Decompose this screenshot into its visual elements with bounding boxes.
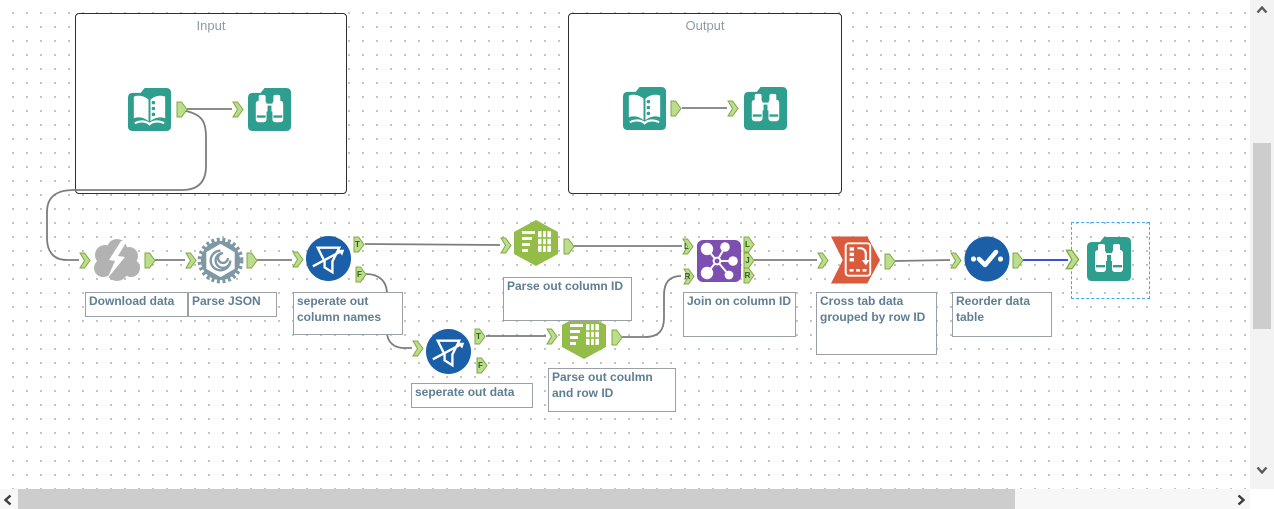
output-anchor-false[interactable]: F: [355, 266, 367, 283]
output-anchor[interactable]: [176, 101, 188, 118]
anchor-letter: R: [744, 271, 751, 280]
output-anchor[interactable]: [246, 252, 258, 269]
text-to-columns-icon: [514, 220, 558, 266]
tool-join[interactable]: [696, 239, 742, 283]
annotation-separate-data[interactable]: seperate out data: [411, 383, 533, 408]
annotation-crosstab[interactable]: Cross tab data grouped by row ID: [816, 292, 937, 355]
input-data-icon: [127, 87, 172, 132]
container-title: Input: [196, 18, 226, 33]
anchor-letter: L: [684, 242, 689, 251]
horizontal-scrollbar[interactable]: [0, 489, 1250, 509]
input-anchor[interactable]: [727, 100, 739, 117]
input-anchor-left[interactable]: L: [682, 238, 694, 255]
input-anchor[interactable]: [412, 340, 424, 357]
annotation-parse-column-row-id[interactable]: Parse out coulmn and row ID: [548, 368, 676, 412]
input-anchor[interactable]: [1065, 249, 1080, 270]
scroll-left-icon[interactable]: [4, 494, 12, 506]
input-anchor[interactable]: [79, 252, 91, 269]
output-anchor-true[interactable]: T: [353, 236, 365, 253]
crosstab-arrow-icon: [830, 236, 881, 284]
anchor-letter: F: [357, 270, 362, 279]
vertical-scrollbar[interactable]: [1250, 0, 1274, 489]
input-anchor[interactable]: [232, 101, 244, 118]
input-anchor[interactable]: [292, 251, 304, 268]
tool-browse-3[interactable]: [1085, 235, 1133, 283]
json-parse-gear-icon: [197, 237, 244, 284]
tool-filter-2[interactable]: [425, 328, 472, 375]
annotation-separate-columns[interactable]: seperate out column names: [293, 292, 403, 335]
output-anchor-left[interactable]: L: [743, 236, 755, 253]
tool-text-to-columns-1[interactable]: [511, 219, 561, 267]
tool-filter-1[interactable]: [305, 235, 352, 282]
scroll-right-icon[interactable]: [1237, 494, 1245, 506]
connections-layer: [46, 107, 1068, 349]
text-to-columns-icon: [562, 313, 606, 359]
join-molecule-icon: [697, 240, 741, 282]
anchor-letter: T: [355, 240, 360, 249]
output-anchor[interactable]: [884, 253, 896, 270]
tool-download[interactable]: [90, 236, 142, 284]
browse-icon: [743, 86, 788, 131]
tool-select[interactable]: [964, 236, 1010, 282]
tool-crosstab[interactable]: [830, 235, 881, 285]
input-data-icon: [622, 86, 667, 131]
annotation-parse-json[interactable]: Parse JSON: [188, 292, 277, 317]
browse-icon: [247, 87, 292, 132]
anchor-letter: L: [745, 240, 750, 249]
input-anchor[interactable]: [546, 328, 558, 345]
output-anchor[interactable]: [563, 238, 575, 255]
annotation-parse-column-id[interactable]: Parse out column ID: [503, 277, 632, 321]
output-anchor-true[interactable]: T: [474, 328, 486, 345]
anchor-letter: T: [476, 332, 481, 341]
vertical-scrollbar-thumb[interactable]: [1253, 143, 1271, 329]
tool-text-to-columns-2[interactable]: [559, 312, 609, 360]
output-anchor[interactable]: [1012, 252, 1024, 269]
input-anchor[interactable]: [500, 237, 512, 254]
annotation-download[interactable]: Download data: [85, 292, 188, 317]
input-anchor-right[interactable]: R: [683, 268, 695, 285]
anchor-letter: F: [478, 361, 483, 370]
annotation-reorder[interactable]: Reorder data table: [952, 292, 1052, 337]
filter-funnel-icon: [425, 328, 472, 375]
tool-input-data-2[interactable]: [621, 85, 668, 132]
scroll-down-icon[interactable]: [1256, 466, 1268, 474]
tool-input-data-1[interactable]: [126, 86, 173, 133]
tool-json-parse[interactable]: [197, 237, 244, 284]
anchor-letter: J: [745, 256, 750, 265]
scroll-up-icon[interactable]: [1256, 6, 1268, 14]
scrollbar-corner: [1250, 489, 1274, 509]
input-anchor[interactable]: [950, 252, 962, 269]
tool-container-output[interactable]: Output: [568, 13, 842, 194]
filter-funnel-icon: [305, 235, 352, 282]
browse-icon: [1087, 237, 1131, 281]
connection-input1-download[interactable]: [46, 110, 207, 261]
download-cloud-icon: [94, 239, 140, 281]
container-title: Output: [685, 18, 725, 33]
tool-browse-1[interactable]: [246, 86, 293, 133]
input-anchor[interactable]: [185, 252, 197, 269]
connection-filter1T-texttocolumns1[interactable]: [364, 243, 501, 246]
connection-crosstab-select[interactable]: [894, 259, 951, 262]
output-anchor-right[interactable]: R: [743, 267, 755, 284]
output-anchor-false[interactable]: F: [476, 357, 488, 374]
output-anchor[interactable]: [670, 100, 682, 117]
tool-browse-2[interactable]: [742, 85, 789, 132]
connection-texttocolumns2-joinR[interactable]: [622, 275, 682, 338]
output-anchor-join[interactable]: J: [743, 252, 755, 269]
annotation-join[interactable]: Join on column ID: [683, 292, 796, 337]
output-anchor[interactable]: [611, 329, 623, 346]
anchor-letter: R: [684, 272, 691, 281]
output-anchor[interactable]: [144, 252, 156, 269]
tool-container-input[interactable]: Input: [75, 13, 347, 194]
horizontal-scrollbar-thumb[interactable]: [18, 489, 1015, 509]
workflow-canvas[interactable]: Input Output: [0, 0, 1250, 489]
input-anchor[interactable]: [817, 252, 829, 269]
select-check-icon: [964, 236, 1010, 282]
